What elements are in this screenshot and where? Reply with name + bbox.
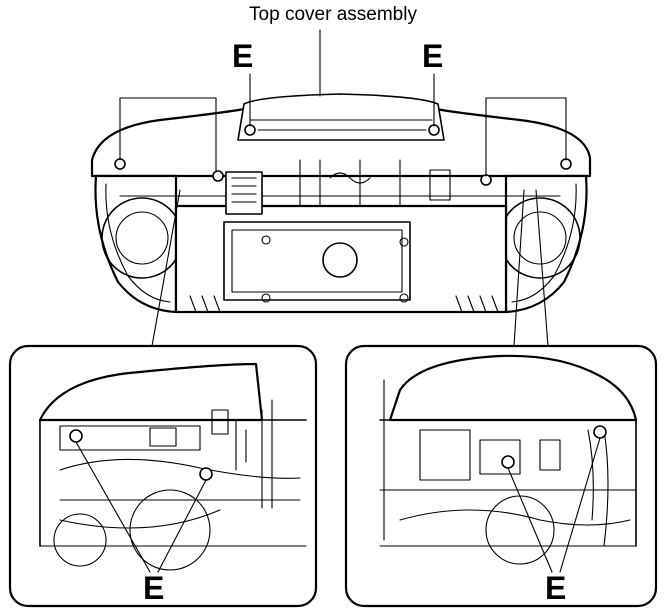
left-detail-panel — [8, 344, 318, 608]
screw-label-top-right: E — [422, 38, 444, 74]
screw-label-bottom-left: E — [143, 570, 165, 606]
top-cover-assembly-label: Top cover assembly — [249, 4, 417, 25]
screw-label-bottom-right: E — [545, 570, 567, 606]
main-unit — [90, 93, 592, 314]
right-detail-panel — [344, 344, 658, 608]
top-leader-lines — [119, 73, 567, 177]
screw-label-top-left: E — [232, 38, 254, 74]
